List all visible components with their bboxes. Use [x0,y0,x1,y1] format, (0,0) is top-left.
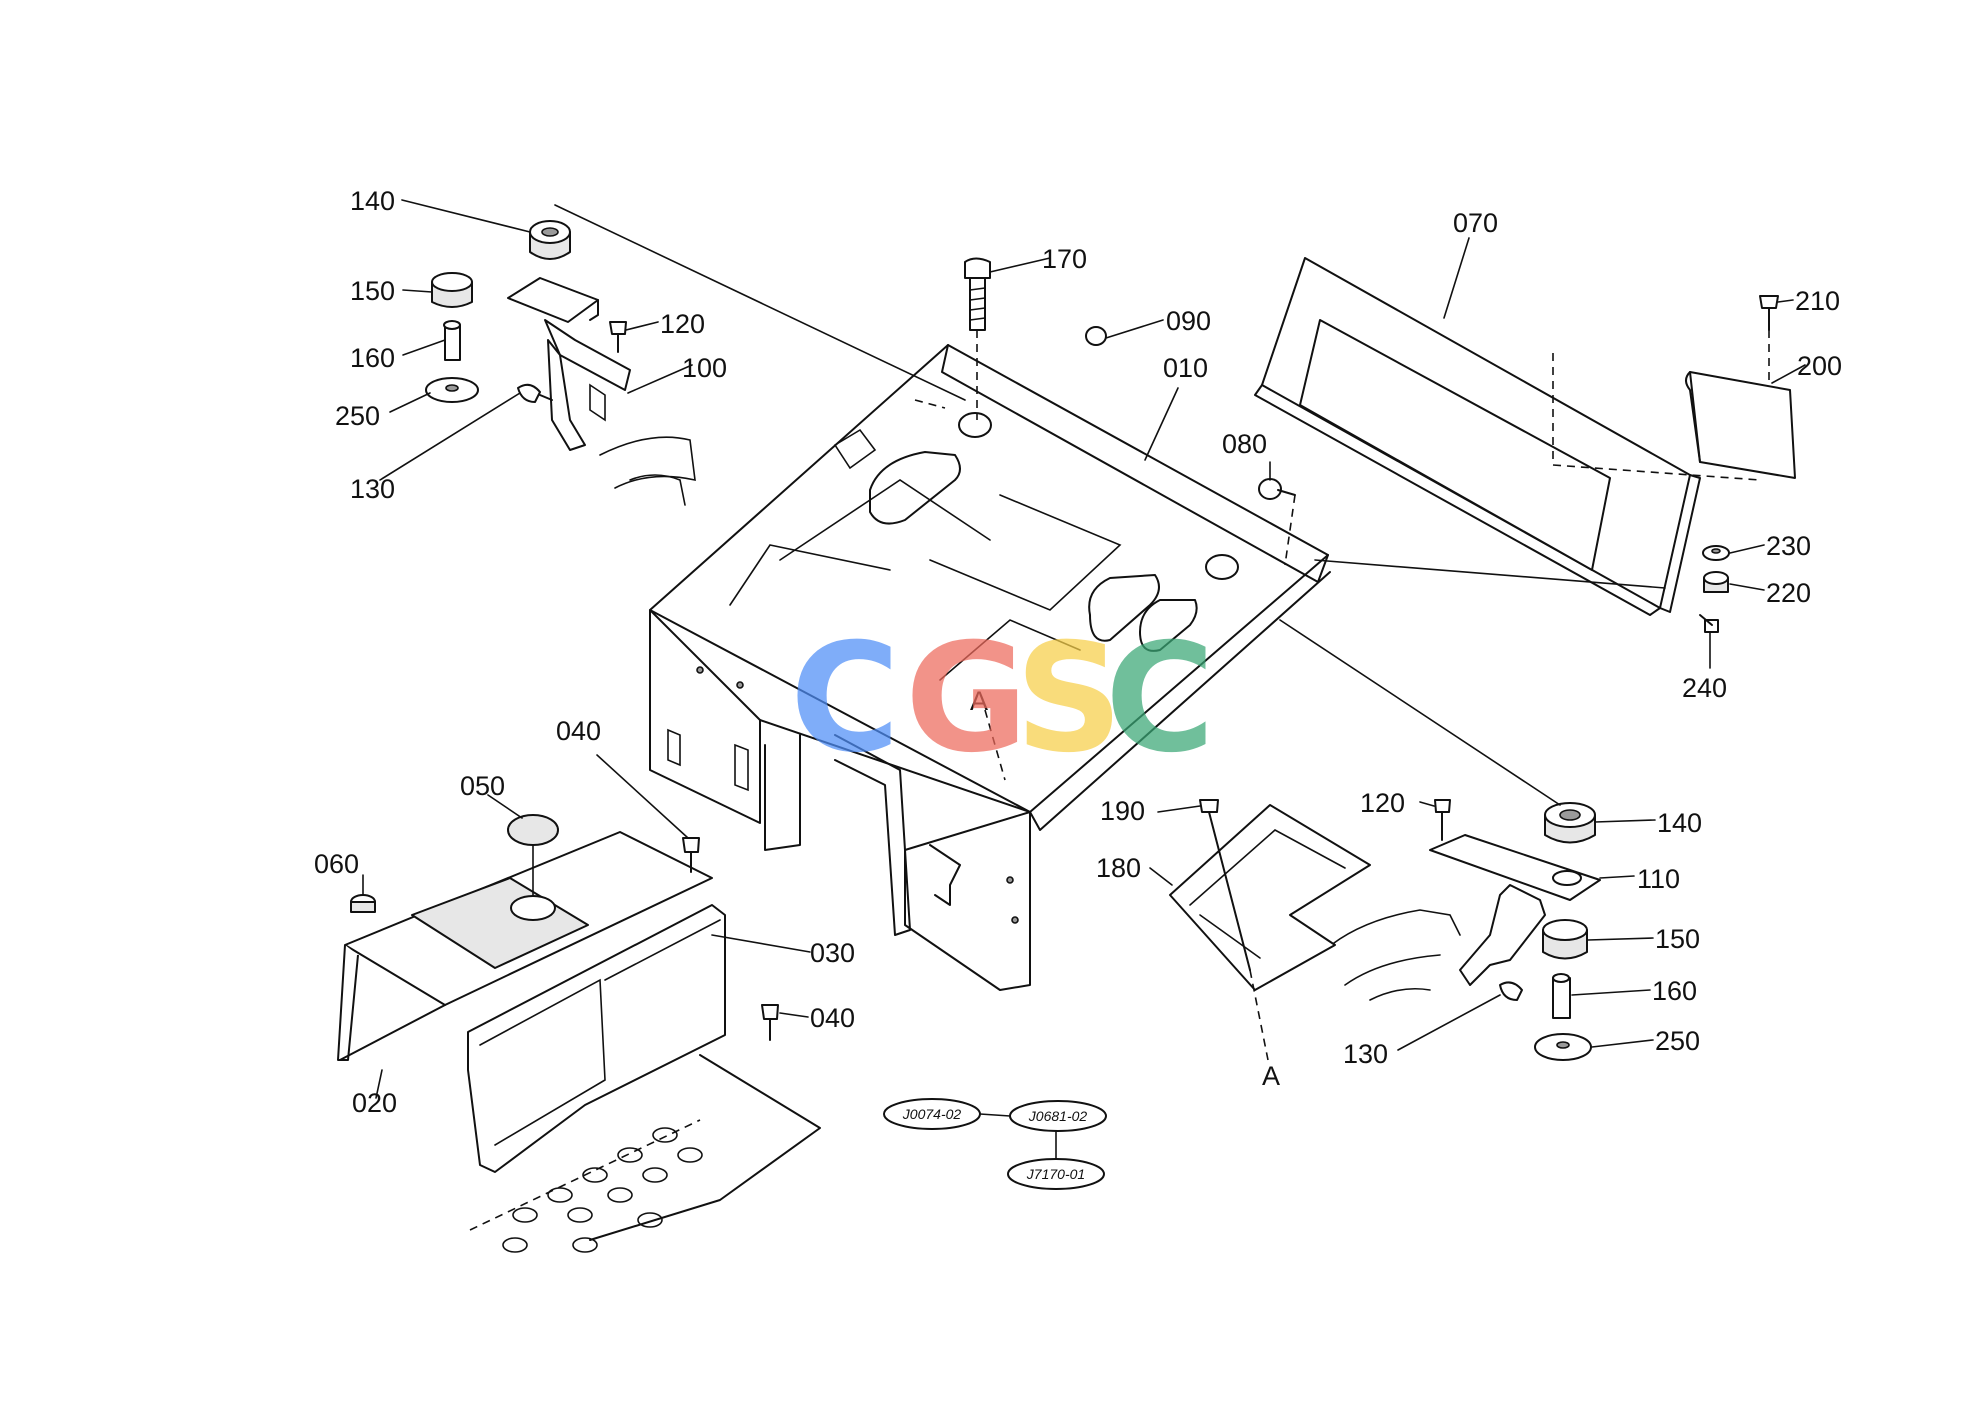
watermark-logo: C G S C [790,612,1215,786]
callout-label: 020 [352,1088,397,1118]
callout-label: 140 [350,186,395,216]
callout-label: 240 [1682,673,1727,703]
cover-030-part [467,904,726,1173]
callout-labels: 140 150 160 250 130 120 100 170 090 010 … [314,186,1842,1118]
plug-050-part [507,814,559,921]
callout-label: 050 [460,771,505,801]
alignment-line [1279,619,1561,806]
callout-label: 150 [350,276,395,306]
watermark-letter: C [790,612,900,786]
callout-label: 150 [1655,924,1700,954]
reference-code: J7170-01 [1026,1166,1085,1182]
callout-label: 140 [1657,808,1702,838]
callout-label: 010 [1163,353,1208,383]
callout-label: 200 [1797,351,1842,381]
callout-label: 120 [1360,788,1405,818]
bolt-240-part [1699,614,1719,633]
callout-label: 110 [1637,864,1680,894]
rear-panel-part [1254,257,1761,616]
callout-label: 130 [350,474,395,504]
plug-090-part [1085,326,1107,346]
callout-label: 190 [1100,796,1145,826]
callout-label: 080 [1222,429,1267,459]
alignment-line [1314,559,1666,589]
main-frame-part [649,344,1331,991]
floor-plate-180-part [1169,804,1371,991]
left-mount-assembly [425,220,696,506]
callout-label: 100 [682,353,727,383]
nut-060-part [350,894,376,913]
callout-label: 180 [1096,853,1141,883]
callout-label: 090 [1166,306,1211,336]
bracket-200-part [1685,295,1796,479]
callout-label: 160 [1652,976,1697,1006]
callout-label: 250 [1655,1026,1700,1056]
bolt-190-part [1199,799,1269,1061]
callout-label: 210 [1795,286,1840,316]
watermark-letter: S [1015,612,1123,786]
leader-lines [362,199,1806,1099]
callout-label: 160 [350,343,395,373]
bolt-170-part [964,257,991,420]
section-arrow-line [984,709,1006,781]
watermark-letter: G [905,612,1028,786]
watermark-letter: C [1105,612,1215,786]
nut-220-part [1703,571,1729,593]
section-marks: A A [970,686,1280,1091]
callout-label: 040 [810,1003,855,1033]
reference-codes: J0074-02 J0681-02 J7170-01 [883,1098,1107,1190]
reference-code: J0681-02 [1028,1108,1088,1124]
bolt-080-part [1258,478,1296,566]
callout-label: 040 [556,716,601,746]
callout-label: 170 [1042,244,1087,274]
callout-label: 120 [660,309,705,339]
callout-label: 250 [335,401,380,431]
section-mark-a: A [1262,1061,1280,1091]
right-mount-assembly [1324,799,1601,1061]
callout-label: 130 [1343,1039,1388,1069]
reference-code: J0074-02 [902,1106,962,1122]
callout-label: 070 [1453,208,1498,238]
section-mark-a: A [970,686,988,716]
callout-label: 220 [1766,578,1811,608]
alignment-line [554,204,966,401]
callout-label: 030 [810,938,855,968]
plate-under-part [469,1054,821,1253]
callout-label: 230 [1766,531,1811,561]
washer-230-part [1702,545,1730,561]
bolt-040-part [682,837,779,1041]
callout-label: 060 [314,849,359,879]
